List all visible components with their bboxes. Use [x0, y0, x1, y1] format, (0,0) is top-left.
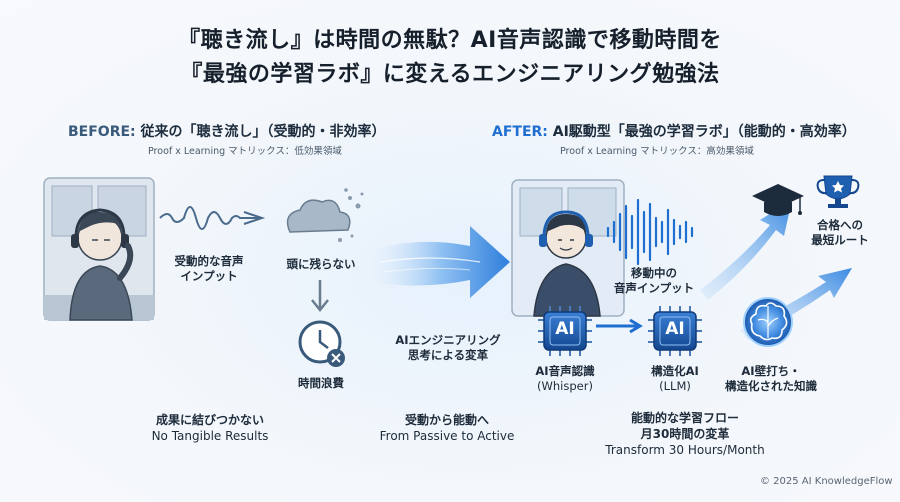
before-heading: BEFORE: 従来の「聴き流し」（受動的・非効率） [68, 121, 386, 141]
after-subheading: Proof x Learning マトリックス：高効果領域 [560, 146, 754, 157]
transition-caption-en: From Passive to Active [379, 429, 515, 443]
trophy-icon [816, 175, 860, 208]
down-arrow-icon [311, 280, 329, 313]
after-commuter-illustration [511, 179, 625, 317]
chip2-text: AI [665, 319, 685, 339]
after-flow-en: Transform 30 Hours/Month [605, 443, 765, 457]
chip2-label-line2: (LLM) [659, 379, 691, 393]
transition-label-line2: 思考による変革 [407, 348, 489, 362]
before-result-en: No Tangible Results [151, 429, 269, 443]
chip1-label-line1: AI音声認識 [535, 364, 595, 378]
ai-chip-llm [648, 306, 702, 356]
brain-icon [743, 297, 793, 347]
before-subheading: Proof x Learning マトリックス：低効果領域 [148, 146, 342, 157]
transition-label-line1: AIエンジニアリング [395, 333, 501, 347]
time-waste-label: 時間浪費 [298, 376, 344, 390]
active-audio-label-line2: 音声インプット [613, 281, 695, 295]
active-audio-label: 移動中の 音声インプット [604, 266, 704, 296]
active-audio-label-line1: 移動中の [631, 266, 677, 280]
graduation-cap-icon [752, 184, 804, 216]
chip-connector-arrow [596, 318, 643, 334]
after-flow-jp: 月30時間の変革 [640, 427, 730, 441]
active-wave-icon [606, 198, 694, 266]
before-result-jp: 成果に結びつかない [155, 413, 264, 427]
chip1-text: AI [555, 319, 575, 339]
before-lead: BEFORE: [68, 124, 136, 140]
goal-label-line1: 合格への [817, 218, 863, 232]
transition-label: AIエンジニアリング 思考による変革 [378, 333, 518, 363]
after-flow-caption: 能動的な学習フロー 月30時間の変革 Transform 30 Hours/Mo… [590, 410, 780, 458]
passive-audio-label: 受動的な音声 インプット [164, 254, 254, 284]
after-lead: AFTER: [492, 124, 548, 140]
after-heading-text: AI駆動型「最強の学習ラボ」（能動的・高効率） [547, 124, 856, 140]
brain-label: AI壁打ち・ 構造化された知識 [716, 364, 826, 394]
passive-audio-label-line2: インプット [180, 269, 238, 283]
after-flow-title: 能動的な学習フロー [630, 411, 739, 425]
not-retained-label: 頭に残らない [286, 257, 356, 271]
passive-arrow-icon [243, 211, 266, 225]
goal-label: 合格への 最短ルート [800, 218, 880, 248]
before-commuter-illustration [43, 177, 155, 321]
ai-chip-whisper [538, 306, 592, 356]
chip2-label: 構造化AI (LLM) [630, 364, 720, 394]
chip1-label-line2: (Whisper) [537, 379, 593, 393]
chip1-label: AI音声認識 (Whisper) [520, 364, 610, 394]
crumbling-cloud-icon [286, 188, 364, 242]
after-heading: AFTER: AI駆動型「最強の学習ラボ」（能動的・高効率） [492, 121, 856, 141]
title-line-1: 『聴き流し』は時間の無駄？AI音声認識で移動時間を [178, 28, 722, 53]
chip2-label-line1: 構造化AI [651, 364, 699, 378]
before-heading-text: 従来の「聴き流し」（受動的・非効率） [135, 124, 386, 140]
transition-arrow [372, 226, 510, 298]
transition-caption: 受動から能動へ From Passive to Active [362, 412, 532, 444]
passive-wave-icon [159, 206, 262, 230]
clock-x-icon [298, 320, 345, 367]
brain-label-line1: AI壁打ち・ [741, 364, 801, 378]
title-line-2: 『最強の学習ラボ』に変えるエンジニアリング勉強法 [180, 62, 720, 87]
before-result: 成果に結びつかない No Tangible Results [130, 412, 290, 444]
transition-caption-jp: 受動から能動へ [404, 413, 489, 427]
copyright-text: © 2025 AI KnowledgeFlow [760, 476, 893, 487]
passive-audio-label-line1: 受動的な音声 [174, 254, 244, 268]
brain-label-line2: 構造化された知識 [725, 379, 817, 393]
goal-label-line2: 最短ルート [811, 233, 869, 247]
